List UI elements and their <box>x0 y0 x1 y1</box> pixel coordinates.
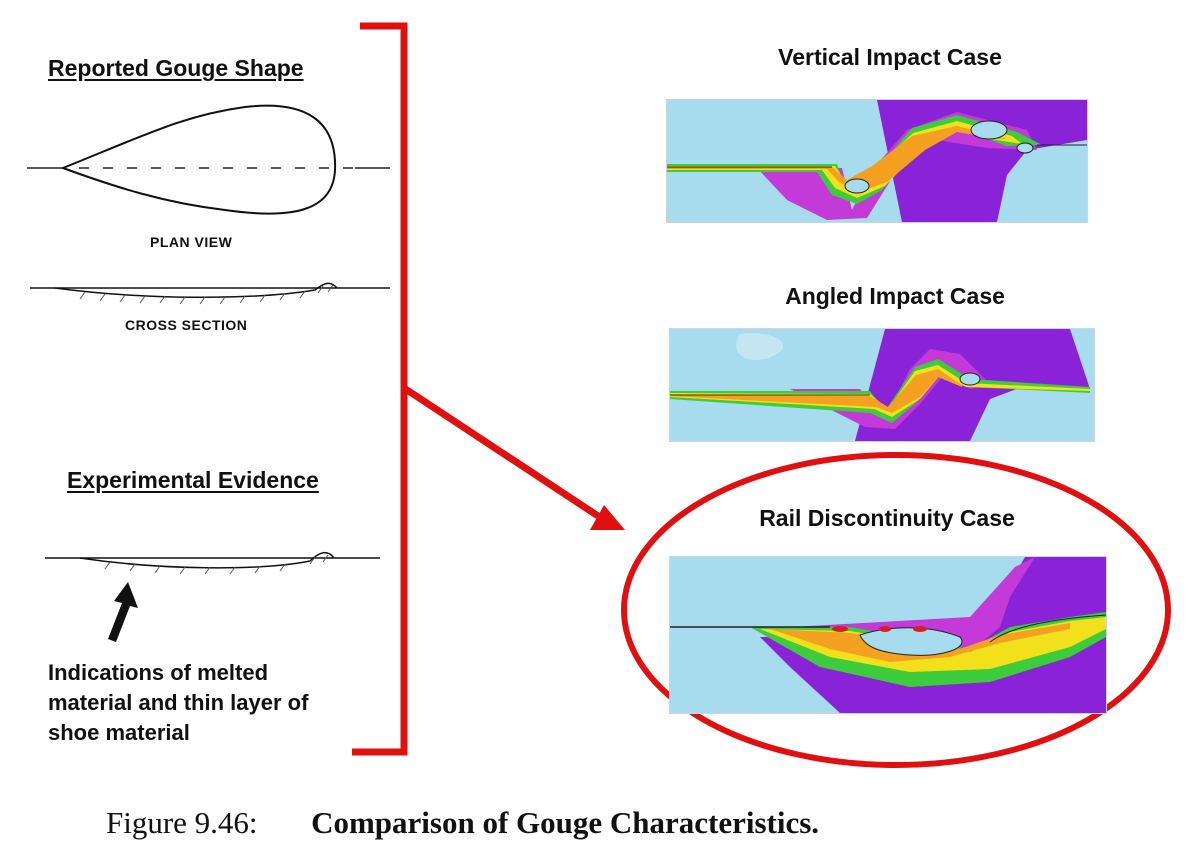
figure-caption: Figure 9.46: Comparison of Gouge Charact… <box>106 805 819 841</box>
note-line: material and thin layer of <box>48 690 309 715</box>
reported-gouge-heading: Reported Gouge Shape <box>48 55 304 81</box>
vertical-impact-plot <box>666 99 1088 223</box>
case-title-angled: Angled Impact Case <box>785 283 1005 309</box>
plan-view-label: PLAN VIEW <box>150 234 233 250</box>
case-title-vertical: Vertical Impact Case <box>778 44 1002 70</box>
figure-caption-text: Comparison of Gouge Characteristics. <box>311 805 820 840</box>
note-line: shoe material <box>48 720 190 745</box>
cross-section-label: CROSS SECTION <box>125 317 248 333</box>
note-line: Indications of melted <box>48 660 269 685</box>
plan-view-drawing <box>27 104 390 215</box>
experimental-evidence-heading: Experimental Evidence <box>67 467 319 493</box>
up-arrow-icon <box>108 582 138 642</box>
rail-discontinuity-plot <box>669 556 1107 714</box>
angled-impact-plot <box>669 328 1095 442</box>
experimental-profile-drawing <box>45 552 380 575</box>
cross-section-drawing <box>30 282 390 305</box>
case-title-rail-discontinuity: Rail Discontinuity Case <box>759 505 1015 531</box>
melted-material-note: Indications of melted material and thin … <box>48 658 308 748</box>
figure-label: Figure 9.46: <box>106 805 258 840</box>
